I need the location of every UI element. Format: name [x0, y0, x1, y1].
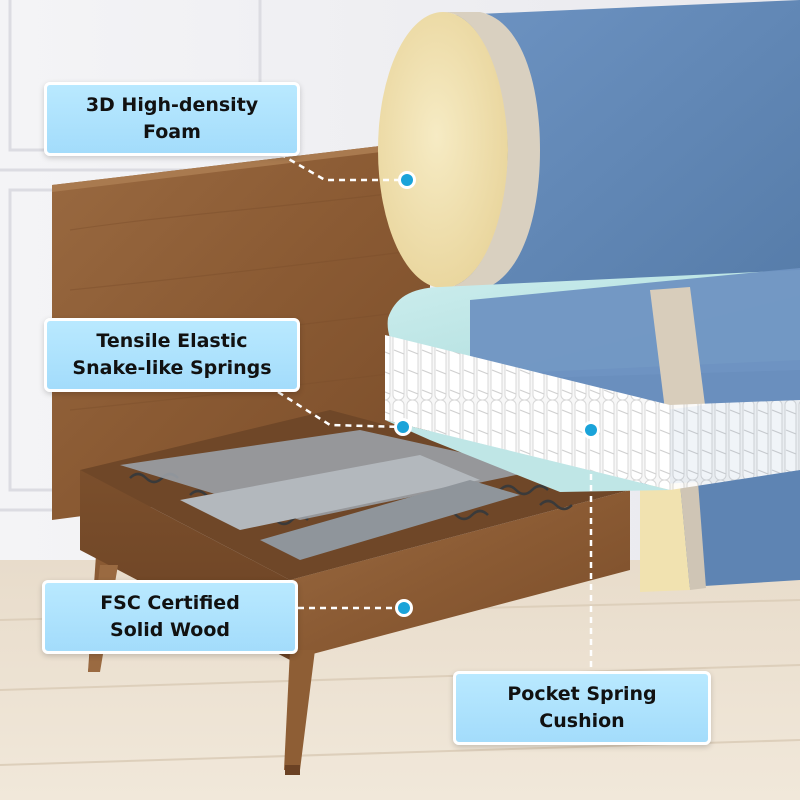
callout-high-density-foam: 3D High-density Foam [44, 82, 300, 156]
callout-snake-springs: Tensile Elastic Snake-like Springs [44, 318, 300, 392]
callout-solid-wood: FSC Certified Solid Wood [42, 580, 298, 654]
marker-dots [394, 171, 600, 617]
callout-pocket-spring-cushion: Pocket Spring Cushion [453, 671, 711, 745]
